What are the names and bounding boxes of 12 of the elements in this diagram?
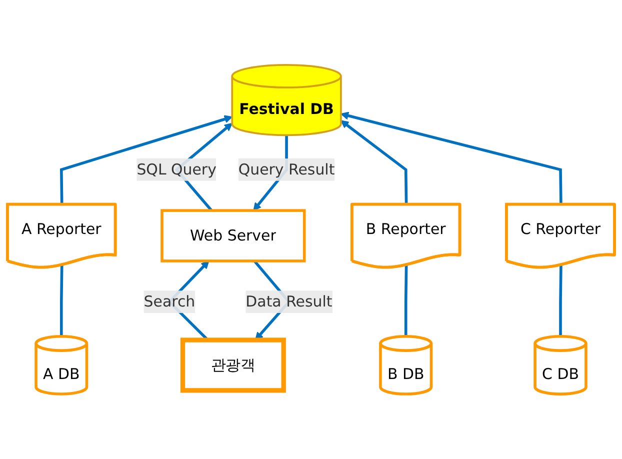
- connector: [60, 265, 64, 336]
- arrow: [340, 120, 408, 205]
- edge-label: SQL Query: [136, 160, 216, 178]
- connector: [404, 265, 408, 336]
- edge-label: Query Result: [238, 160, 335, 178]
- connector: [559, 265, 562, 336]
- arrow: [340, 112, 562, 205]
- arrow: [60, 115, 232, 205]
- edge-label: Search: [144, 292, 196, 310]
- node-box: 관광객: [180, 338, 286, 393]
- edge-label: Data Result: [246, 292, 332, 310]
- node-box: Web Server: [160, 209, 306, 262]
